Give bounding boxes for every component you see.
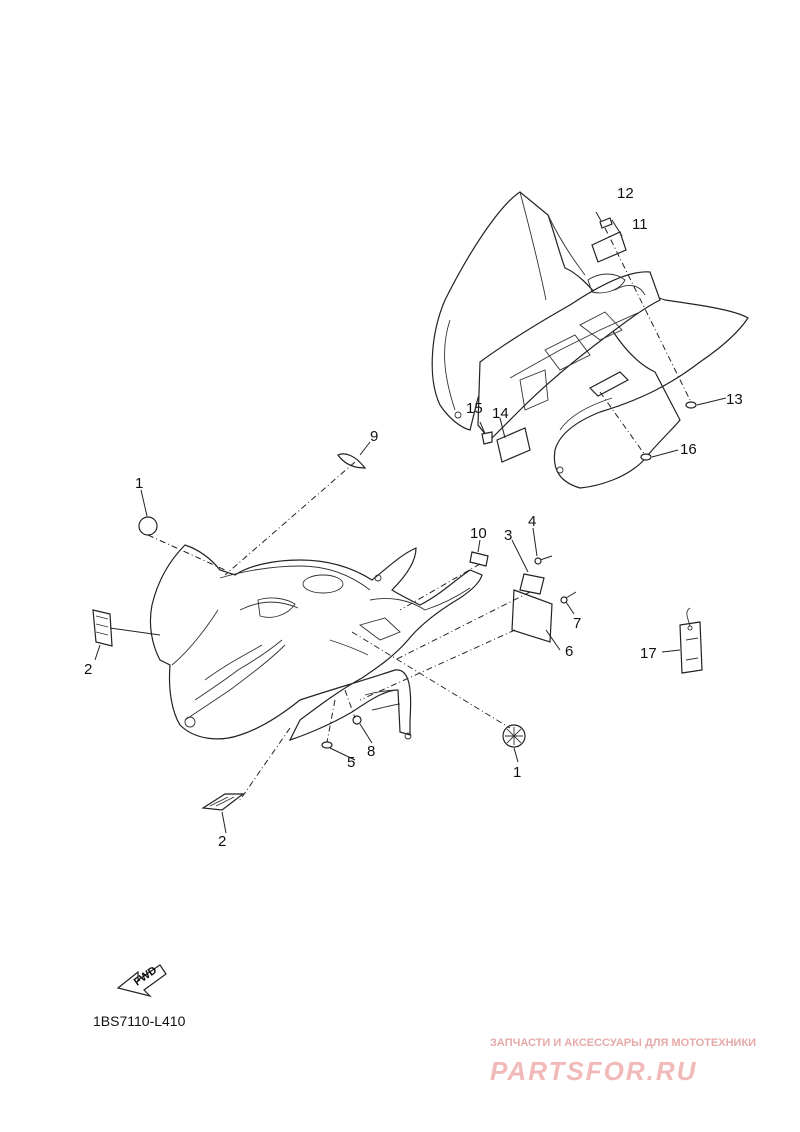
callout-12: 12 [617, 185, 634, 202]
fwd-arrow: FWD [116, 964, 167, 998]
front-fender [149, 544, 483, 742]
rear-fender [431, 191, 749, 489]
label-10 [469, 551, 489, 567]
washer-5 [321, 741, 333, 749]
callout-17: 17 [640, 645, 657, 662]
screw-7 [560, 591, 577, 604]
callout-2-side: 2 [84, 661, 92, 678]
callout-13: 13 [726, 391, 743, 408]
tag-17 [679, 607, 703, 674]
bolt-12 [595, 211, 613, 229]
decal-2-side [92, 609, 113, 647]
callout-11: 11 [632, 216, 648, 233]
decal-2-bottom [201, 793, 245, 811]
nut-16 [640, 453, 652, 461]
diagram-code: 1BS7110-L410 [93, 1013, 186, 1029]
watermark: ЗАПЧАСТИ И АКСЕССУАРЫ ДЛЯ МОТОТЕХНИКИ PA… [490, 1037, 756, 1086]
callout-10: 10 [470, 525, 487, 542]
callout-9: 9 [370, 428, 378, 445]
leader-lines [94, 219, 727, 834]
callout-8: 8 [367, 743, 375, 760]
callout-1-bottom: 1 [513, 764, 521, 781]
callout-15: 15 [466, 400, 483, 417]
callout-16: 16 [680, 441, 697, 458]
emblem-1-bottom [502, 724, 526, 748]
bracket-6 [511, 589, 553, 643]
screw-4 [534, 555, 553, 565]
bolt-15 [479, 421, 493, 445]
emblem-1-top [138, 516, 158, 536]
plate-3 [519, 573, 545, 595]
watermark-logo: PARTSFOR.RU [490, 1056, 697, 1086]
callout-4: 4 [528, 513, 536, 530]
callouts: 1 1 2 2 3 4 5 6 7 8 9 10 11 12 13 14 15 … [84, 185, 743, 850]
callout-14: 14 [492, 405, 509, 422]
callout-2-bottom: 2 [218, 833, 226, 850]
callout-7: 7 [573, 615, 581, 632]
watermark-tagline: ЗАПЧАСТИ И АКСЕССУАРЫ ДЛЯ МОТОТЕХНИКИ [490, 1037, 756, 1049]
decal-9 [337, 453, 367, 469]
callout-5: 5 [347, 754, 355, 771]
callout-1-top: 1 [135, 475, 143, 492]
callout-6: 6 [565, 643, 573, 660]
nut-13 [685, 401, 697, 409]
callout-3: 3 [504, 527, 512, 544]
